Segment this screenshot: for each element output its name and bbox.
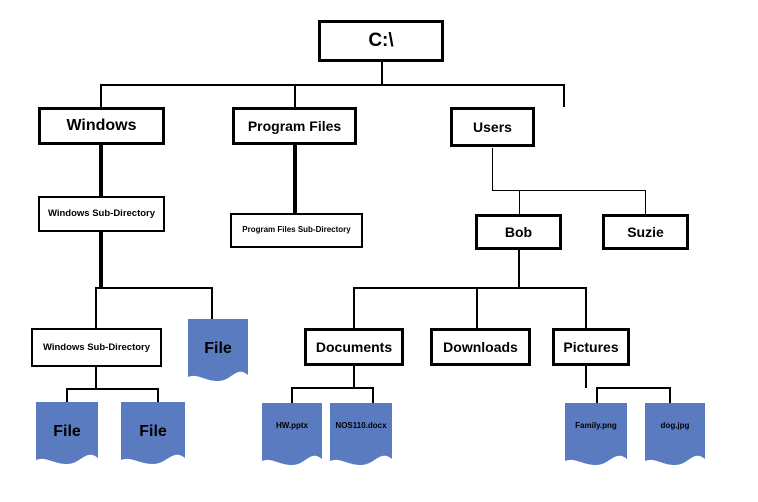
node-windows-sub-1-label: Windows Sub-Directory [47, 208, 156, 220]
node-downloads[interactable]: Downloads [430, 328, 531, 366]
node-windows-sub-directory-1[interactable]: Windows Sub-Directory [38, 196, 165, 232]
file-shape-icon [36, 402, 98, 464]
connector-programfiles-to-sub [293, 145, 297, 213]
node-downloads-label: Downloads [443, 338, 518, 355]
node-program-files-sub-directory[interactable]: Program Files Sub-Directory [230, 213, 363, 248]
connector-sub2-to-file2 [157, 388, 159, 403]
node-windows[interactable]: Windows [38, 107, 165, 145]
connector-sub1-bus [95, 287, 213, 289]
node-root-label: C:\ [368, 30, 394, 52]
connector-documents-bus [291, 387, 373, 389]
file-shape-icon [565, 403, 627, 465]
connector-sub2-stem [95, 367, 97, 389]
connector-bob-to-pictures [585, 287, 587, 328]
connector-pictures-to-dog [669, 387, 671, 403]
node-program-files-label: Program Files [247, 117, 342, 134]
node-program-files[interactable]: Program Files [232, 107, 357, 145]
connector-pictures-bus [596, 387, 670, 389]
connector-users-to-suzie [645, 190, 646, 214]
connector-sub1-to-sub2 [95, 287, 97, 328]
connector-documents-to-nos110 [372, 387, 374, 403]
file-shape-icon [645, 403, 705, 465]
connector-bob-stem [518, 250, 520, 288]
connector-root-to-users [563, 84, 565, 107]
file-nos110-docx[interactable]: NOS110.docx [330, 403, 392, 469]
connector-root-to-windows [100, 84, 102, 107]
node-suzie[interactable]: Suzie [602, 214, 689, 250]
node-bob-label: Bob [504, 223, 533, 240]
connector-pictures-stem [585, 366, 587, 388]
file-shape-icon [121, 402, 185, 464]
file-hw-pptx[interactable]: HW.pptx [262, 403, 322, 469]
connector-documents-stem [353, 366, 355, 388]
connector-windows-to-sub1 [99, 144, 103, 196]
node-windows-sub-directory-2[interactable]: Windows Sub-Directory [31, 328, 162, 367]
connector-bob-to-downloads [476, 287, 478, 328]
node-pictures[interactable]: Pictures [552, 328, 630, 366]
node-documents[interactable]: Documents [304, 328, 404, 366]
connector-users-to-bob [519, 190, 520, 214]
connector-pictures-to-family [596, 387, 598, 403]
connector-root-stem [381, 61, 383, 85]
connector-sub1-stem [99, 232, 103, 288]
node-windows-label: Windows [66, 116, 137, 134]
node-users[interactable]: Users [450, 107, 535, 147]
node-root-c-drive[interactable]: C:\ [318, 20, 444, 62]
connector-bob-bus [353, 287, 586, 289]
file-shape-icon [330, 403, 392, 465]
node-windows-sub-2-label: Windows Sub-Directory [42, 341, 151, 353]
connector-documents-to-hw [291, 387, 293, 403]
file-windows-file-3[interactable]: File [188, 319, 248, 385]
file-windows-file-1[interactable]: File [36, 402, 98, 468]
connector-sub2-bus [66, 388, 158, 390]
node-users-label: Users [473, 118, 512, 135]
connector-users-bus [492, 190, 646, 191]
node-bob[interactable]: Bob [475, 214, 562, 250]
node-program-files-sub-label: Program Files Sub-Directory [242, 225, 351, 235]
node-pictures-label: Pictures [563, 338, 619, 355]
file-windows-file-2[interactable]: File [121, 402, 185, 468]
file-dog-jpg[interactable]: dog.jpg [645, 403, 705, 469]
node-suzie-label: Suzie [627, 223, 664, 240]
connector-users-stem [492, 148, 493, 190]
connector-root-to-programfiles [294, 84, 296, 107]
node-documents-label: Documents [315, 338, 393, 355]
connector-sub2-to-file1 [66, 388, 68, 403]
file-shape-icon [188, 319, 248, 381]
file-shape-icon [262, 403, 322, 465]
connector-root-bus [100, 84, 564, 86]
file-family-png[interactable]: Family.png [565, 403, 627, 469]
connector-sub1-to-file3 [211, 287, 213, 319]
connector-bob-to-documents [353, 287, 355, 328]
